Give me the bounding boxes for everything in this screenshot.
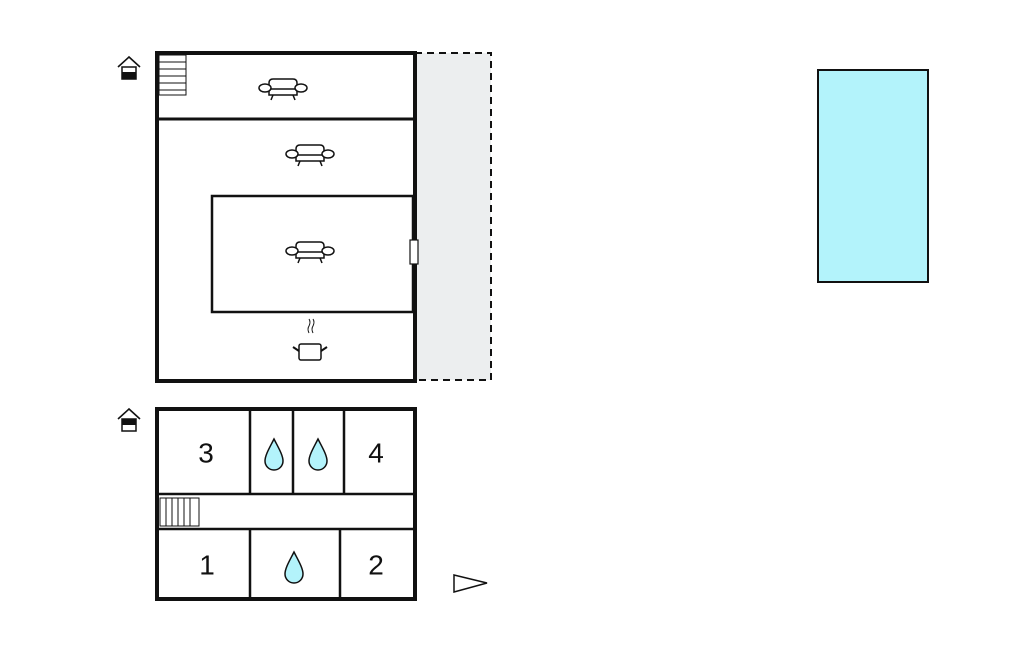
stairs-icon [158, 54, 187, 96]
lower-floor: 3 4 1 2 [117, 407, 488, 601]
terrace [414, 52, 492, 381]
room-label-3: 3 [198, 438, 214, 469]
door-icon [409, 239, 419, 265]
floor-down-icon [117, 408, 141, 432]
room-label-4: 4 [368, 438, 384, 469]
room-label-2: 2 [368, 550, 384, 581]
room-label-1: 1 [199, 550, 215, 581]
swimming-pool [817, 69, 929, 283]
kitchen-pot-icon [292, 318, 328, 361]
floor-up-icon [117, 56, 141, 80]
stairs-icon [159, 497, 200, 527]
entrance-arrow-icon [453, 574, 488, 593]
upper-floor [117, 51, 419, 383]
